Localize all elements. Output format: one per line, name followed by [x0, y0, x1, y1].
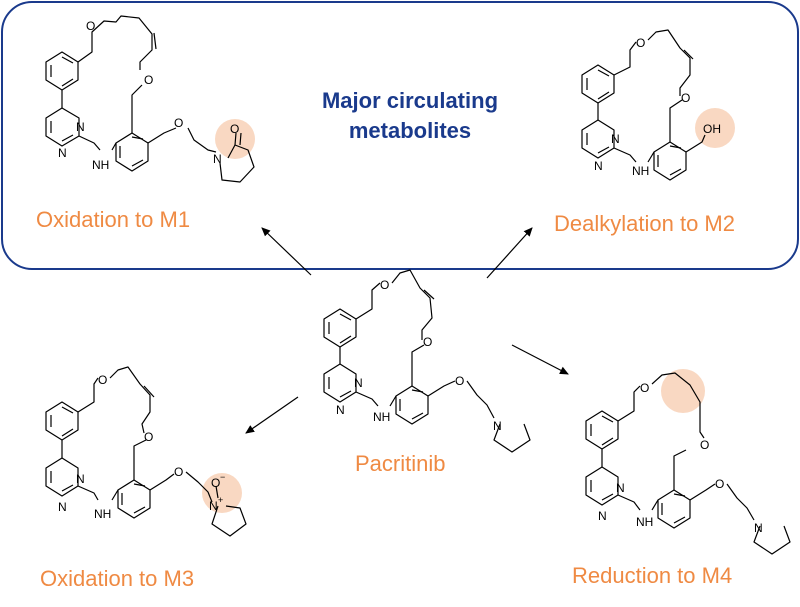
- label-m2: Dealkylation to M2: [554, 211, 735, 236]
- pac-n2: N: [336, 403, 345, 417]
- arrow-to-m4: [511, 344, 569, 375]
- m4-nh: NH: [636, 515, 653, 529]
- pac-o1: O: [380, 278, 389, 292]
- m1-o1: O: [86, 19, 95, 33]
- pac-nh: NH: [373, 410, 390, 424]
- label-pacritinib: Pacritinib: [355, 451, 446, 476]
- pac-o2: O: [423, 335, 432, 349]
- m3-o-oxide: O: [211, 476, 220, 490]
- m1-n2: N: [58, 146, 67, 160]
- m1-o2: O: [144, 73, 153, 87]
- title-line-1: Major circulating: [321, 88, 499, 113]
- m2-o2: O: [681, 91, 690, 105]
- m2-n2: N: [594, 159, 603, 173]
- m4-structure: [585, 372, 791, 555]
- pac-n1: N: [354, 376, 363, 390]
- major-metabolites-box: [1, 1, 799, 270]
- m2-structure: [581, 29, 706, 181]
- label-m4: Reduction to M4: [572, 563, 733, 588]
- pacritinib-atoms: O O O N N NH N: [336, 278, 502, 433]
- pac-o3: O: [455, 374, 464, 388]
- m4-n-ring: N: [754, 521, 763, 535]
- m1-n-ring: N: [213, 152, 222, 166]
- arrow-to-m3: [245, 396, 299, 434]
- m3-highlight: [202, 473, 242, 513]
- m3-o-charge: −: [220, 472, 225, 482]
- m3-o2: O: [144, 430, 153, 444]
- m3-o1: O: [98, 373, 107, 387]
- title-line-2: metabolites: [348, 118, 472, 143]
- m2-atoms: O O OH N N NH: [594, 36, 721, 178]
- m3-n1: N: [76, 472, 85, 486]
- major-metabolites-title: Major circulating metabolites: [300, 86, 520, 146]
- m1-n1: N: [76, 120, 85, 134]
- m3-structure: [45, 366, 247, 537]
- m1-nh: NH: [92, 158, 109, 172]
- m2-o1: O: [636, 36, 645, 50]
- m4-o1: O: [640, 381, 649, 395]
- m4-n2: N: [598, 509, 607, 523]
- arrow-to-m2: [486, 227, 533, 279]
- m3-o3: O: [174, 465, 183, 479]
- pac-n-ring: N: [493, 419, 502, 433]
- pacritinib-structure: [323, 269, 531, 453]
- m2-nh: NH: [632, 164, 649, 178]
- m3-atoms: O O O N N NH N + O −: [58, 373, 225, 521]
- arrow-to-m1: [261, 227, 312, 276]
- m1-o3: O: [174, 116, 183, 130]
- m4-highlight: [661, 369, 705, 413]
- label-m1: Oxidation to M1: [36, 207, 191, 232]
- m2-highlight: [695, 108, 735, 148]
- label-m3: Oxidation to M3: [40, 566, 195, 591]
- m2-oh: OH: [703, 122, 721, 136]
- m1-atoms: O O O N N NH N O: [58, 19, 239, 172]
- m1-structure: [45, 15, 255, 183]
- m3-nh: NH: [94, 507, 111, 521]
- m3-n-oxide: N: [209, 499, 218, 513]
- m2-n1: N: [611, 132, 620, 146]
- m4-atoms: O O O N N NH N: [598, 381, 763, 535]
- m4-o3: O: [715, 477, 724, 491]
- m1-o-carbonyl: O: [230, 122, 239, 136]
- m4-o2: O: [700, 438, 709, 452]
- m4-n1: N: [616, 481, 625, 495]
- m3-n2: N: [58, 500, 67, 514]
- m3-n-charge: +: [218, 495, 223, 505]
